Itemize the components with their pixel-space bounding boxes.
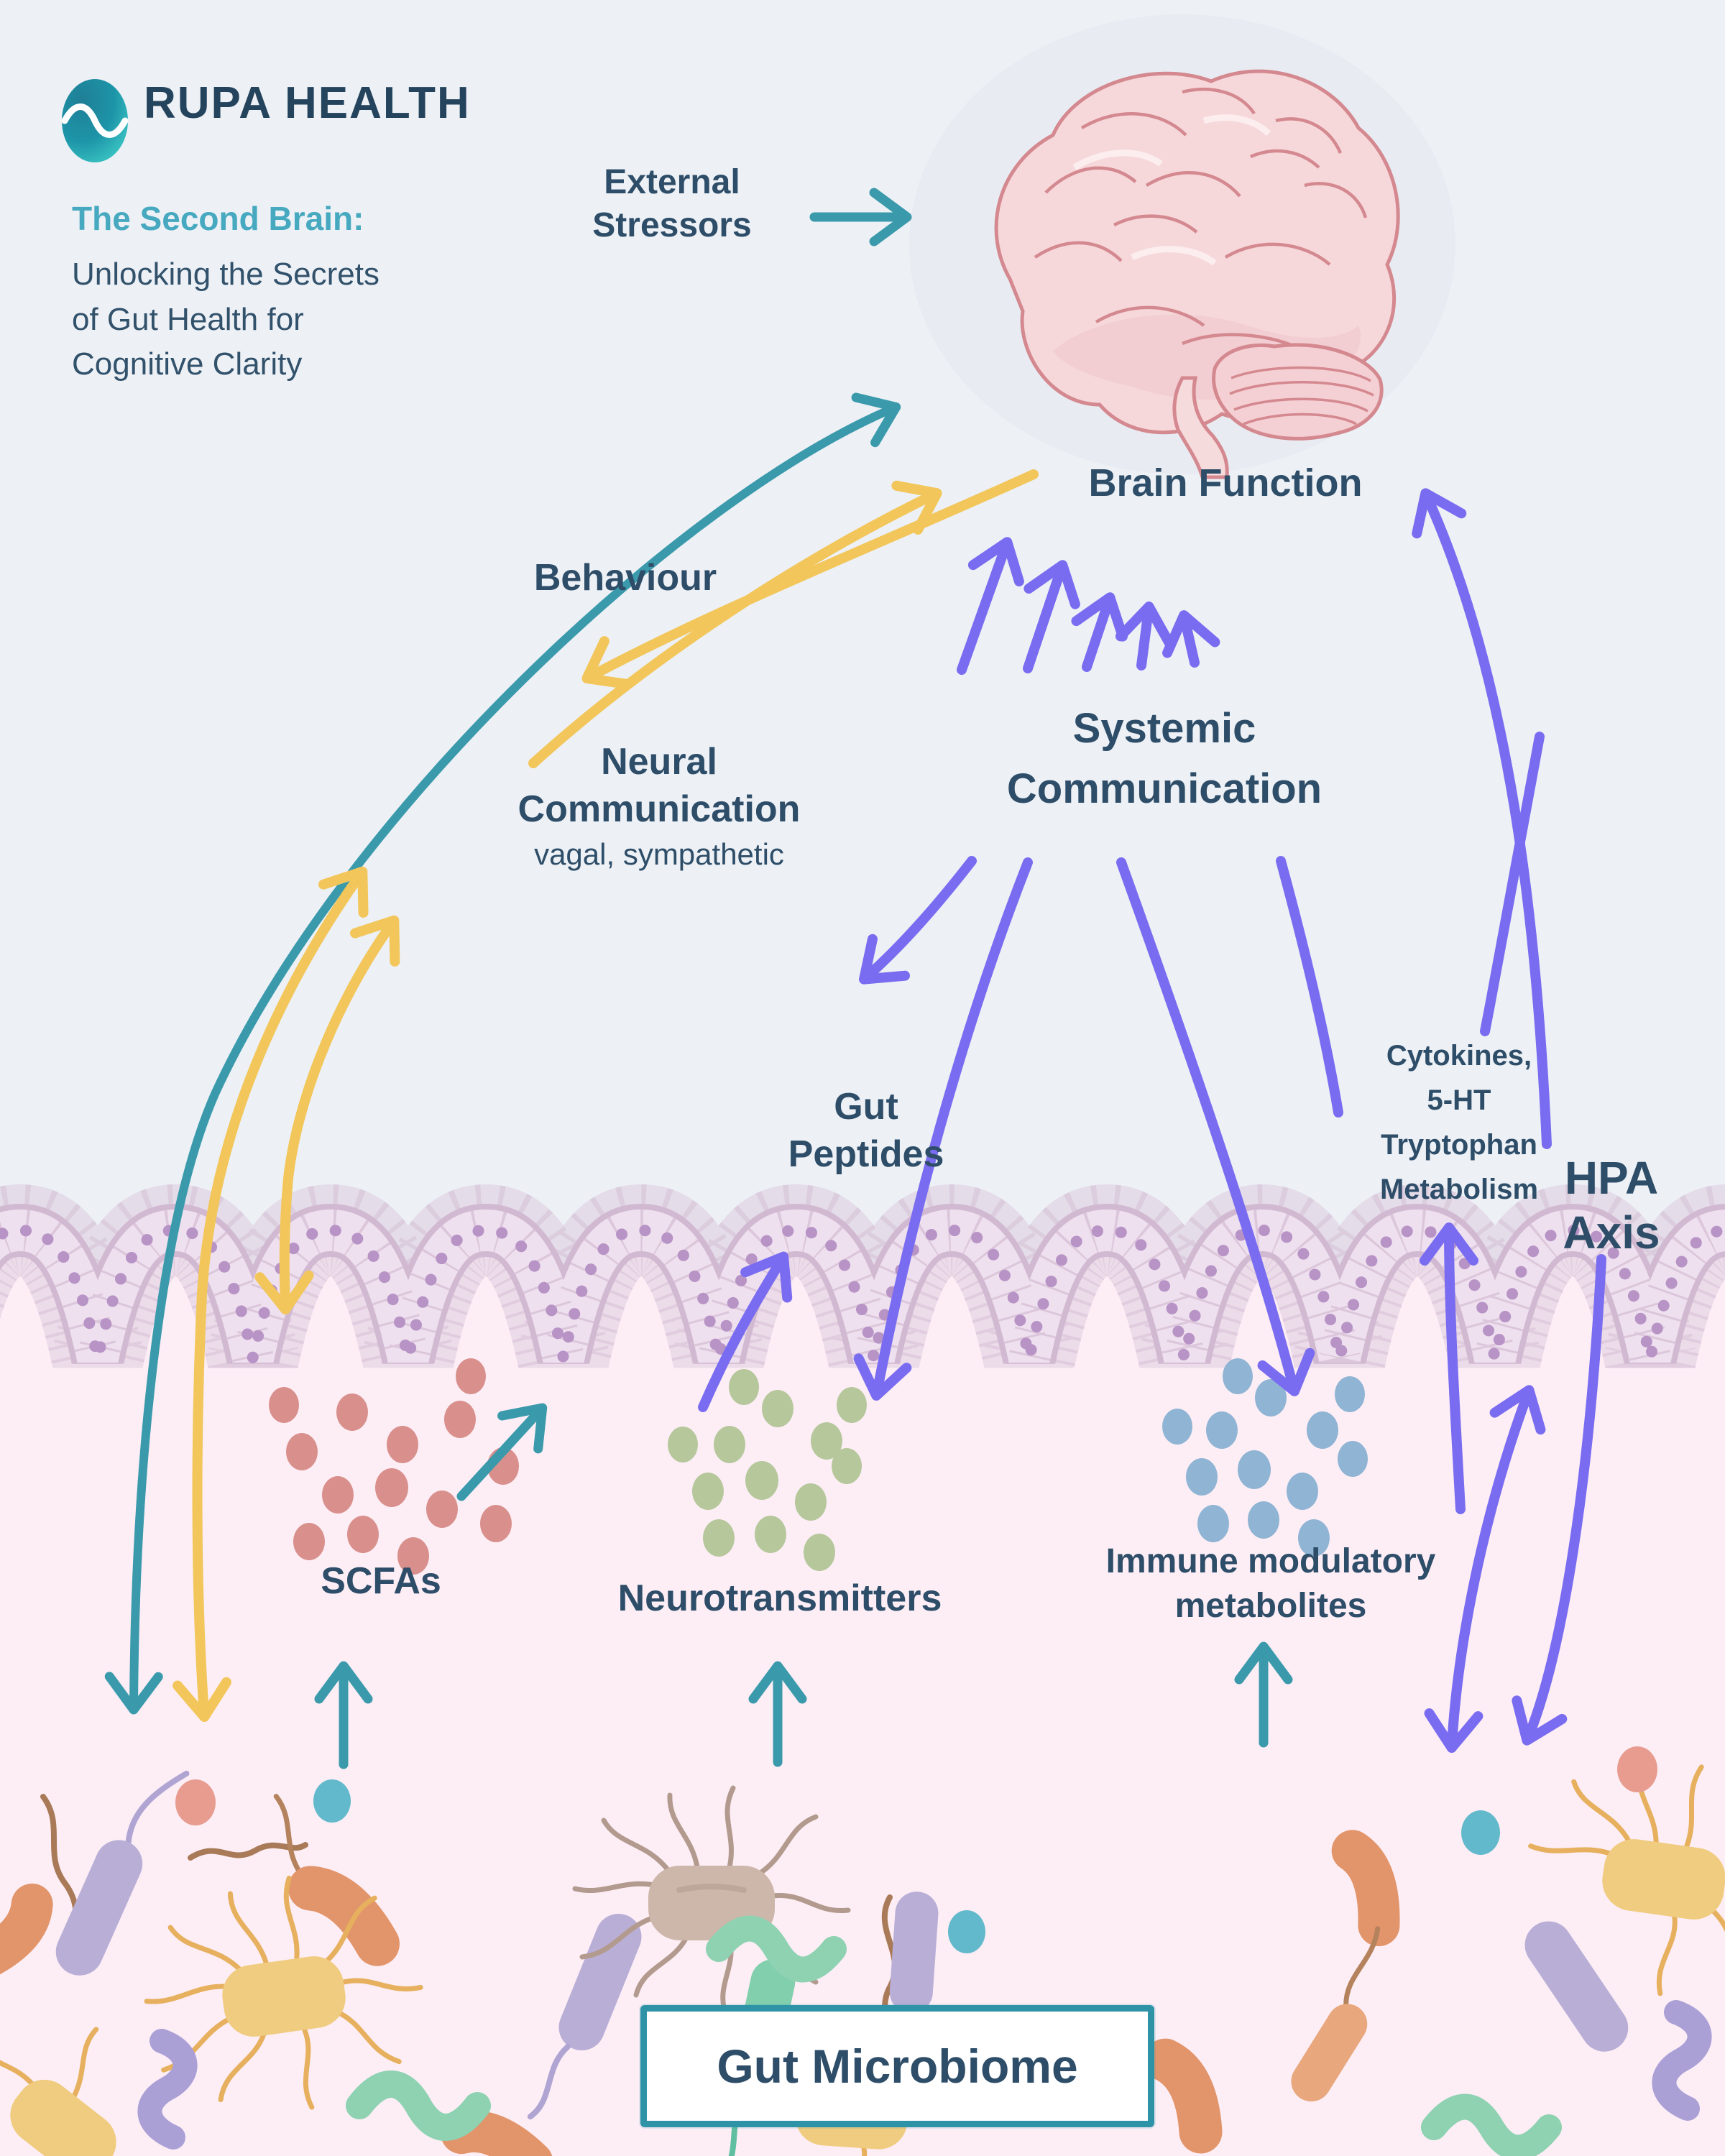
cerebellum <box>1212 343 1384 441</box>
metabolite-dot <box>313 1779 351 1823</box>
brainstem <box>1172 376 1229 479</box>
label-gut-peptides: Gut Peptides <box>788 1086 944 1175</box>
worm-bacterium-icon <box>1652 2000 1712 2121</box>
arrow-gut-wall-to-gut-peptides <box>698 1251 793 1412</box>
label-cytokines-tryptophan: Cytokines, 5-HT Tryptophan Metabolism <box>1379 1040 1539 1205</box>
arrow-hpa-to-microbiome <box>1512 1254 1606 1746</box>
arrow-systemic-to-brain-1 <box>957 537 1024 675</box>
arrow-layer <box>104 188 1606 1769</box>
rod-bacterium-icon <box>527 1913 642 2120</box>
line-cytokines-to-brain-merge <box>1480 732 1545 1036</box>
arrow-neural-communication-scfas <box>254 915 400 1314</box>
arrow-systemic-to-immune-metabolites <box>1116 857 1315 1396</box>
arrow-systemic-to-brain-4 <box>1115 602 1174 671</box>
arrow-hpa-to-brain-function <box>1412 488 1552 1149</box>
rod-bacterium-icon <box>1291 2004 1368 2102</box>
label-scfas: SCFAs <box>321 1560 441 1602</box>
label-neural-communication-sub: vagal, sympathetic <box>534 837 784 872</box>
arrow-systemic-to-brain-5 <box>1162 610 1220 668</box>
arrow-brain-to-neural-communication <box>581 469 1039 690</box>
rod-bacterium-icon <box>889 1892 939 2014</box>
line-systemic-to-cytokines <box>1276 856 1343 1118</box>
brand-name: RUPA HEALTH <box>144 78 471 128</box>
flagellated-bacterium-icon <box>0 2027 116 2156</box>
arrow-systemic-to-brain-2 <box>1023 560 1080 673</box>
worm-bacterium-icon <box>706 1915 847 1983</box>
rod-bacterium-icon <box>1524 1921 1629 2052</box>
label-behaviour: Behaviour <box>533 557 717 599</box>
brain-illustration <box>994 69 1400 479</box>
worm-bacterium-icon <box>1421 2093 1562 2156</box>
title-line: Cognitive Clarity <box>72 346 303 382</box>
metabolite-dot <box>1461 1810 1500 1855</box>
immune-metabolite-dot-cluster <box>1162 1358 1368 1557</box>
brain-highlights <box>1072 114 1271 266</box>
worm-bacterium-icon <box>346 2070 491 2141</box>
infographic-title: The Second Brain: Unlocking the Secrets … <box>72 195 380 387</box>
arrow-neural-communication-to-brain-function <box>528 480 942 768</box>
title-line: of Gut Health for <box>72 301 304 337</box>
label-hpa-axis: HPA Axis <box>1563 1152 1660 1258</box>
worm-bacterium-icon <box>137 2029 198 2150</box>
label-neural-communication: Neural Communication vagal, sympathetic <box>518 739 801 874</box>
intestinal-wall <box>0 1184 1725 1368</box>
label-brain-function: Brain Function <box>1088 461 1363 505</box>
arrow-systemic-to-gut-peptides <box>859 856 977 985</box>
arrow-scfas-to-gut-wall <box>456 1403 548 1501</box>
label-neurotransmitters: Neurotransmitters <box>617 1577 942 1619</box>
label-external-stressors: External Stressors <box>592 163 752 245</box>
arrow-hpa-microbiome-bidirectional <box>1424 1385 1546 1753</box>
metabolite-dot <box>948 1910 985 1953</box>
arrow-systemic-to-brain-3 <box>1071 592 1128 672</box>
vibrio-bacterium-icon <box>0 1883 53 1982</box>
metabolite-dot <box>175 1779 216 1825</box>
brain-gyri <box>1034 88 1368 353</box>
label-systemic-communication: Systemic Communication <box>1006 705 1322 813</box>
gut-microbiome-box: Gut Microbiome <box>640 2005 1154 2127</box>
rod-bacterium-icon <box>55 1770 190 1976</box>
label-gut-microbiome: Gut Microbiome <box>717 2040 1078 2093</box>
title-line: Unlocking the Secrets <box>72 257 380 292</box>
vibrio-bacterium-icon <box>1331 1830 1400 2008</box>
label-immune-modulatory-metabolites: Immune modulatory metabolites <box>1105 1542 1436 1626</box>
vibrio-bacterium-icon <box>273 1794 400 1966</box>
cerebellum-stripes <box>1229 366 1374 425</box>
title-accent: The Second Brain: <box>72 200 364 237</box>
metabolite-dot <box>1617 1746 1657 1792</box>
rupa-health-logo-icon <box>61 79 129 162</box>
arrow-systemic-to-neurotransmitters <box>853 857 1033 1401</box>
vibrio-bacterium-icon <box>1144 2038 1223 2154</box>
